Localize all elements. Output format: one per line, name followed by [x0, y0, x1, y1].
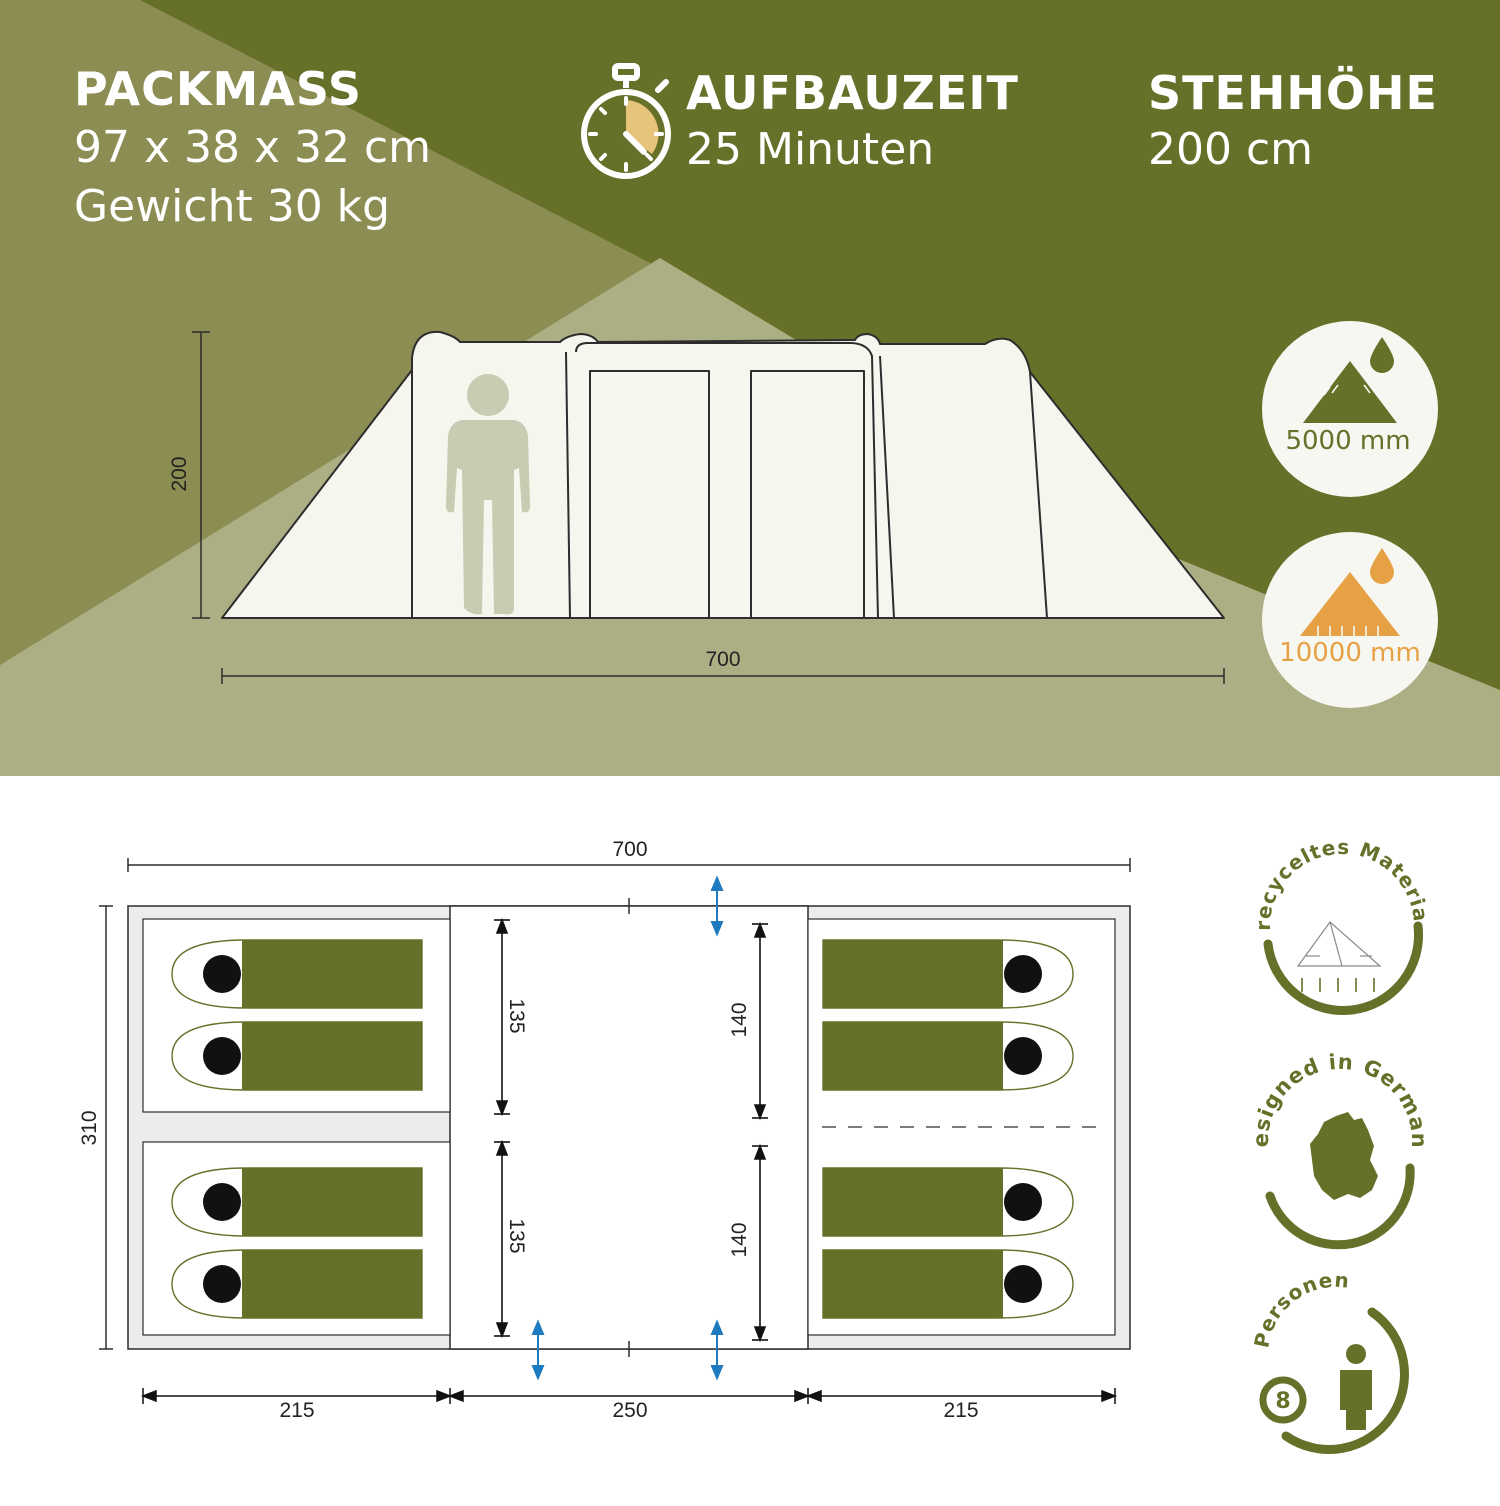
floor-plan-panel: 700 310 135 135 140 140 215 250 215 recy… — [0, 776, 1500, 1500]
top-panel: PACKMASS 97 x 38 x 32 cm Gewicht 30 kg A… — [0, 0, 1500, 776]
person-icon — [1340, 1370, 1372, 1430]
door-arrows — [531, 875, 724, 1381]
plan-width-dimension — [99, 905, 113, 1350]
tent-body — [221, 330, 1225, 619]
side-length-label: 700 — [705, 648, 741, 671]
persons-count: 8 — [1275, 1389, 1290, 1414]
upward-arrows-icon — [1301, 978, 1375, 992]
right-cabin-bottom-depth-label: 140 — [728, 1222, 751, 1258]
right-cabin-top-depth-label: 140 — [728, 1002, 751, 1038]
sleeping-bag — [171, 1249, 423, 1319]
tent-side-view — [192, 330, 1225, 684]
sleeping-bag — [822, 939, 1074, 1009]
sleeping-bag — [171, 1021, 423, 1091]
head-icon — [203, 1183, 241, 1221]
segment-dimensions — [140, 1388, 1118, 1404]
cabin-depth-arrows — [494, 917, 768, 1343]
right-segment-width-label: 215 — [943, 1399, 979, 1422]
water-drop-icon — [1370, 548, 1394, 584]
standing-height-heading: STEHHÖHE — [1148, 66, 1438, 120]
upward-arrows — [1317, 626, 1379, 636]
rain-arrows — [1315, 384, 1387, 396]
packmass-heading: PACKMASS — [74, 62, 363, 116]
left-cabin-top-depth-label: 135 — [505, 998, 528, 1034]
sleeping-bag — [822, 1167, 1074, 1237]
plan-total-length-label: 700 — [612, 838, 648, 861]
center-segment-width-label: 250 — [612, 1399, 648, 1422]
roof-triangle-icon — [1303, 361, 1397, 423]
floor-plan-diagram — [99, 858, 1131, 1404]
sleeping-bags — [171, 939, 1074, 1319]
spec-standing-height: STEHHÖHE 200 cm — [1148, 70, 1438, 179]
recycled-material-badge: recyceltes Material — [1240, 816, 1433, 1016]
head-icon — [203, 1265, 241, 1303]
spec-packmass: PACKMASS 97 x 38 x 32 cm Gewicht 30 kg — [74, 66, 431, 237]
packmass-weight: Gewicht 30 kg — [74, 181, 391, 233]
germany-map-icon — [1310, 1112, 1378, 1200]
recycled-material-text: recyceltes Material — [1240, 816, 1433, 931]
plan-length-dimension — [127, 858, 1131, 872]
head-icon — [1004, 1183, 1042, 1221]
head-icon — [203, 1037, 241, 1075]
height-dimension-line — [192, 331, 210, 619]
packmass-dimensions: 97 x 38 x 32 cm — [74, 122, 432, 173]
sleeping-bag — [171, 1167, 423, 1237]
spec-setup-time: AUFBAUZEIT 25 Minuten — [686, 70, 1019, 179]
standing-height-value: 200 cm — [1148, 124, 1314, 175]
head-icon — [1004, 1037, 1042, 1075]
length-dimension-line — [221, 668, 1225, 684]
person-icon-head — [1346, 1344, 1366, 1364]
sleeping-bag — [822, 1249, 1074, 1319]
stopwatch-icon — [581, 63, 671, 179]
left-cabin-bottom-depth-label: 135 — [505, 1218, 528, 1254]
roof-water-column-label: 5000 mm — [1285, 426, 1411, 456]
center-vestibule — [449, 905, 809, 1350]
sleeping-bag — [822, 1021, 1074, 1091]
water-drop-icon — [1370, 337, 1394, 373]
floor-water-column-badge — [1262, 532, 1438, 708]
tent-icon — [1296, 921, 1382, 967]
head-icon — [203, 955, 241, 993]
plan-total-width-label: 310 — [78, 1110, 101, 1146]
persons-text: Personen — [1249, 1268, 1351, 1350]
roof-water-column-badge — [1262, 321, 1438, 497]
left-segment-width-label: 215 — [279, 1399, 315, 1422]
person-silhouette — [446, 374, 530, 615]
sleeping-bag — [171, 939, 423, 1009]
floor-triangle-icon — [1300, 572, 1400, 636]
floor-water-column-label: 10000 mm — [1279, 638, 1421, 668]
setup-time-value: 25 Minuten — [686, 124, 935, 175]
head-icon — [1004, 955, 1042, 993]
setup-time-heading: AUFBAUZEIT — [686, 66, 1019, 120]
head-icon — [1004, 1265, 1042, 1303]
persons-count-circle — [1259, 1376, 1307, 1424]
side-height-label: 200 — [168, 456, 191, 492]
persons-badge: Personen 8 — [1249, 1268, 1409, 1454]
feature-icons: recyceltes Material designed in Germany … — [1240, 816, 1433, 1454]
